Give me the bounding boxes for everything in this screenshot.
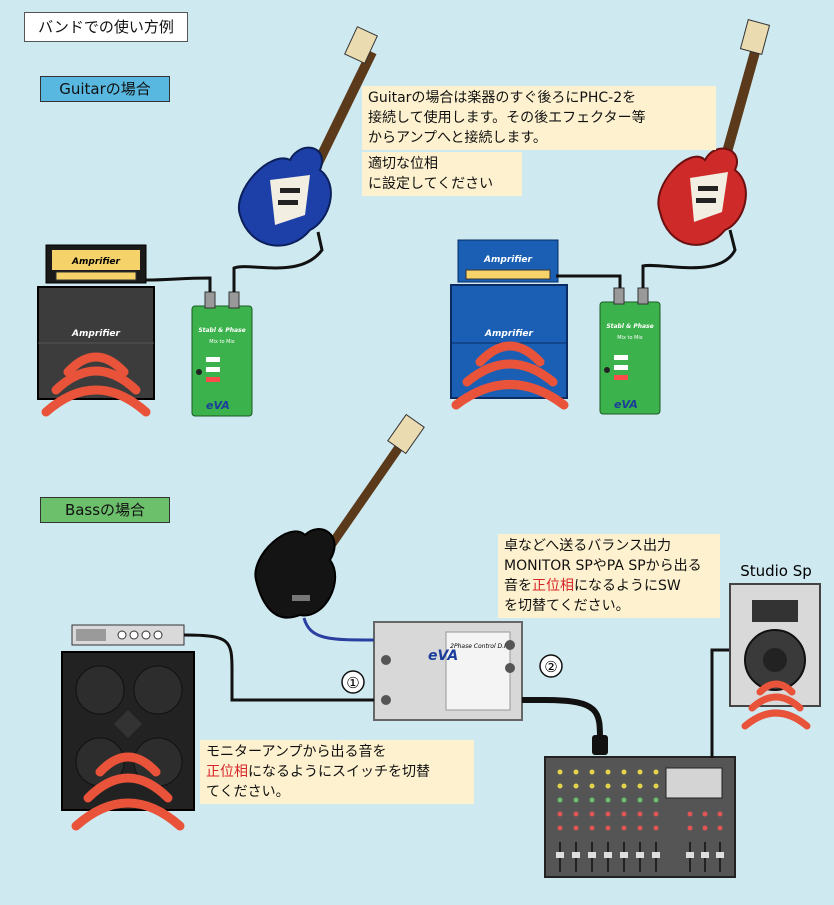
pedal-right-sub: Mix to Mix xyxy=(617,335,643,341)
sound-waves-left xyxy=(41,352,151,417)
amp-head-left-label: Amprifier xyxy=(71,257,120,267)
guitar-usage-note: Guitarの場合は楽器のすぐ後ろにPHC-2を 接続して使用します。その後エフ… xyxy=(362,86,716,150)
phase-pedal-left: Stabl & Phase Mix to Mix eVA xyxy=(191,291,253,417)
bass-speaker-cabinet xyxy=(61,651,195,811)
bass-di-line-3-pre: 音を xyxy=(504,578,532,594)
bass-monitor-line-3: てください。 xyxy=(206,784,290,800)
bass-di-line-1: 卓などへ送るバランス出力 xyxy=(504,538,672,554)
electric-guitar-red xyxy=(657,19,771,246)
pedal-right-brand: eVA xyxy=(614,398,638,411)
pedal-right-title: Stabl & Phase xyxy=(606,323,653,330)
bass-section-label: Bassの場合 xyxy=(40,497,170,523)
guitar-note-line-1: Guitarの場合は楽器のすぐ後ろにPHC-2を xyxy=(368,90,637,106)
guitar-phase-note: 適切な位相 に設定してください xyxy=(362,152,522,196)
guitar-phase-line-2: に設定してください xyxy=(368,176,494,192)
sound-waves-studio xyxy=(741,680,811,730)
amp-head-left: Amprifier xyxy=(45,244,147,284)
guitar-note-line-3: からアンプへと接続します。 xyxy=(368,130,547,146)
bass-monitor-line-2-red: 正位相 xyxy=(206,764,248,780)
amp-cab-left-label: Amprifier xyxy=(71,329,120,339)
pedal-left-title: Stabl & Phase xyxy=(198,327,245,334)
amp-head-right: Amprifier xyxy=(457,239,559,283)
electric-guitar-blue xyxy=(237,26,378,247)
bass-di-note: 卓などへ送るバランス出力 MONITOR SPやPA SPから出る 音を正位相に… xyxy=(498,534,720,618)
amp-cabinet-left: Amprifier xyxy=(37,286,155,400)
marker-2: ② xyxy=(544,658,557,676)
marker-1: ① xyxy=(346,674,359,692)
page-title: バンドでの使い方例 xyxy=(24,12,188,42)
di-title: 2Phase Control D.I xyxy=(450,643,506,650)
pedal-left-brand: eVA xyxy=(206,399,230,412)
bass-di-line-4: を切替てください。 xyxy=(504,598,630,614)
phase-pedal-right: Stabl & Phase Mix to Mix eVA xyxy=(599,287,661,415)
sound-waves-right xyxy=(451,341,569,410)
sound-waves-bass xyxy=(71,752,185,831)
bass-amp-head xyxy=(71,624,185,646)
bass-di-line-3-post: になるようにSW xyxy=(574,578,681,594)
studio-speaker-label: Studio Sp xyxy=(740,562,812,580)
guitar-section-label: Guitarの場合 xyxy=(40,76,170,102)
bass-monitor-line-1: モニターアンプから出る音を xyxy=(206,744,387,760)
pedal-left-sub: Mix to Mix xyxy=(209,339,235,345)
mixing-console xyxy=(544,756,736,878)
amp-cab-right-label: Amprifier xyxy=(484,329,533,339)
bass-monitor-note: モニターアンプから出る音を 正位相になるようにスイッチを切替 てください。 xyxy=(200,740,474,804)
bass-guitar xyxy=(254,413,425,619)
guitar-note-line-2: 接続して使用します。その後エフェクター等 xyxy=(368,110,646,126)
bass-monitor-line-2-post: になるようにスイッチを切替 xyxy=(248,764,430,780)
amp-head-right-label: Amprifier xyxy=(483,255,532,265)
di-box: eVA 2Phase Control D.I xyxy=(373,621,523,721)
di-brand: eVA xyxy=(428,648,458,664)
bass-di-line-3-red: 正位相 xyxy=(532,578,574,594)
bass-di-line-2: MONITOR SPやPA SPから出る xyxy=(504,558,702,574)
bass-monitor-line-2: 正位相になるようにスイッチを切替 xyxy=(206,762,468,782)
guitar-phase-line-1: 適切な位相 xyxy=(368,156,438,172)
bass-di-line-3: 音を正位相になるようにSW xyxy=(504,576,714,596)
